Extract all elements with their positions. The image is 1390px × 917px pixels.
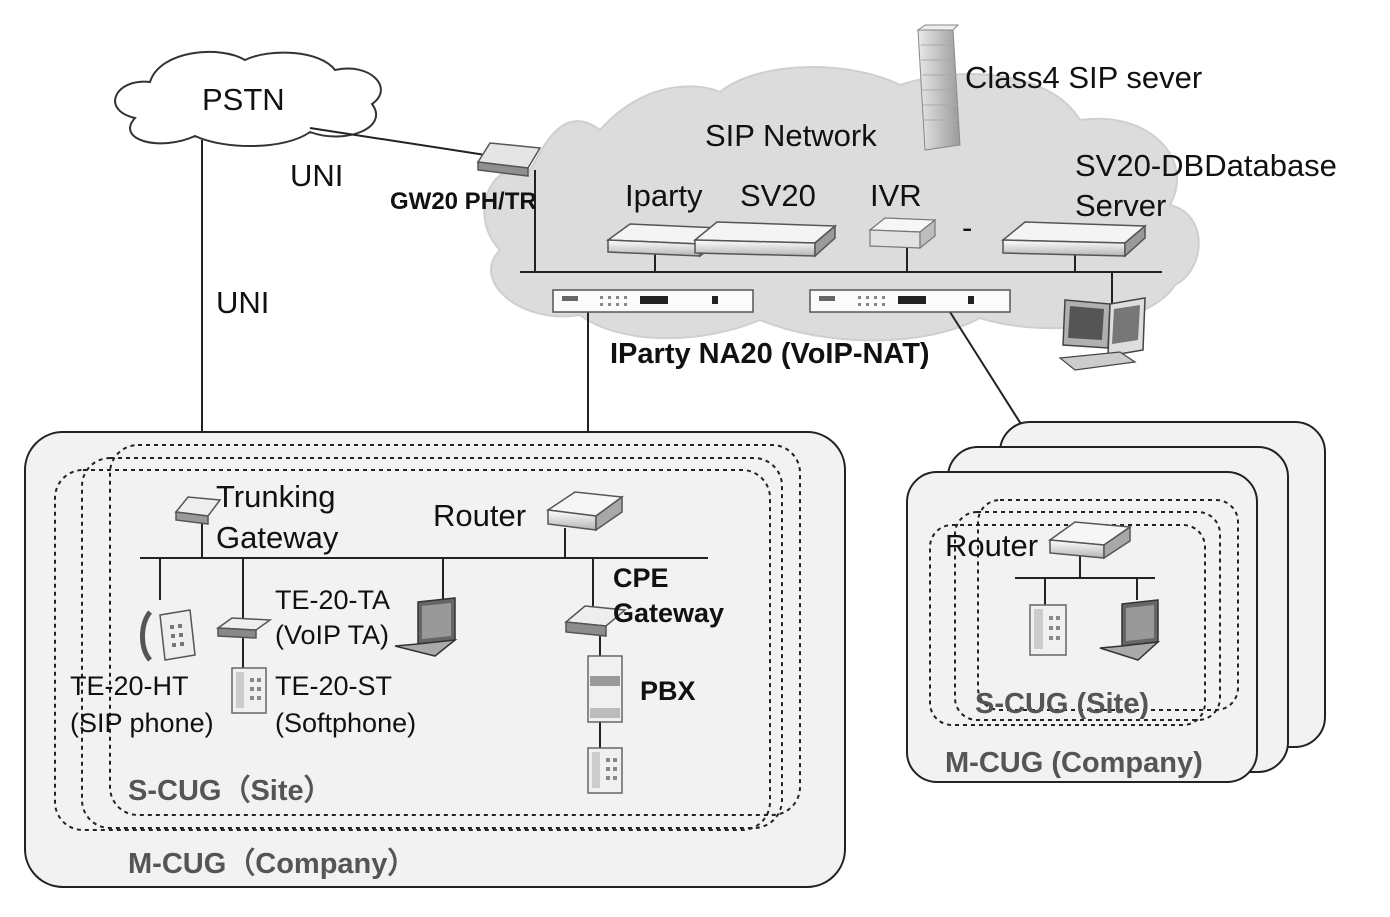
scug-left-label: S-CUG（Site） xyxy=(128,775,333,807)
left-lan-lines xyxy=(140,520,708,748)
router-icon xyxy=(545,491,625,532)
uni-left-label: UNI xyxy=(216,285,270,320)
gateway-device-icon xyxy=(174,496,222,525)
pstn-cloud xyxy=(114,50,382,147)
te20-st-label-line2: (Softphone) xyxy=(275,708,417,738)
rack-server-icon xyxy=(1000,221,1147,258)
uni-top-label: UNI xyxy=(290,158,344,193)
cpe-gateway-label-line1: CPE xyxy=(613,563,669,593)
gateway-device-icon xyxy=(215,617,273,639)
router-right-label: Router xyxy=(945,528,1039,563)
nat-switch-icon xyxy=(552,289,754,313)
trunking-gateway-label-line2: Gateway xyxy=(216,520,339,555)
laptop-icon xyxy=(394,597,458,657)
db-server-label-line1: SV20-DBDatabase xyxy=(1075,148,1337,183)
pstn-label: PSTN xyxy=(202,82,285,117)
pbx-label: PBX xyxy=(640,676,696,706)
sv20-label: SV20 xyxy=(740,178,816,213)
server-rack-icon xyxy=(916,24,961,151)
sip-network-label: SIP Network xyxy=(705,118,877,153)
te20-ta-label-line1: TE-20-TA xyxy=(275,585,391,615)
ivr-label: IVR xyxy=(870,178,922,213)
mcug-right-stack xyxy=(906,421,1326,783)
router-left-label: Router xyxy=(433,498,527,533)
te20-ht-label-line2: (SIP phone) xyxy=(70,708,214,738)
cpe-gateway-label-line2: Gateway xyxy=(613,598,725,628)
te20-ht-label-line1: TE-20-HT xyxy=(70,671,189,701)
mcug-right-label: M-CUG (Company) xyxy=(945,747,1203,779)
db-server-label-line2: Server xyxy=(1075,188,1167,223)
computer-icon xyxy=(1058,297,1146,371)
scug-left-stack xyxy=(54,444,801,831)
rack-server-icon xyxy=(692,221,837,258)
laptop-icon xyxy=(1099,599,1161,661)
dash-label: - xyxy=(962,210,973,245)
phone-icon xyxy=(587,747,623,794)
phone-icon xyxy=(231,667,267,714)
gateway-device-icon xyxy=(476,142,542,177)
gateway-device-icon xyxy=(564,605,627,637)
gw20-label: GW20 PH/TR xyxy=(390,188,537,215)
phone-icon xyxy=(140,609,196,662)
phone-icon xyxy=(1029,604,1067,656)
scug-right-label: S-CUG (Site) xyxy=(975,688,1149,720)
ivr-box-icon xyxy=(868,217,937,250)
te20-st-label-line1: TE-20-ST xyxy=(275,671,393,701)
iparty-label: Iparty xyxy=(625,178,703,213)
mcug-left-label: M-CUG（Company） xyxy=(128,848,417,880)
class4-sip-server-label: Class4 SIP sever xyxy=(965,60,1203,95)
trunking-gateway-label-line1: Trunking xyxy=(216,479,336,514)
pbx-icon xyxy=(587,655,623,723)
right-lan-lines xyxy=(1015,555,1155,605)
te20-ta-label-line2: (VoIP TA) xyxy=(275,620,390,650)
nat-switch-icon xyxy=(809,289,1011,313)
na20-label: IParty NA20 (VoIP-NAT) xyxy=(610,338,930,370)
scug-right-stack xyxy=(929,499,1239,726)
mcug-left-panel xyxy=(24,431,846,888)
router-icon xyxy=(1047,521,1133,560)
